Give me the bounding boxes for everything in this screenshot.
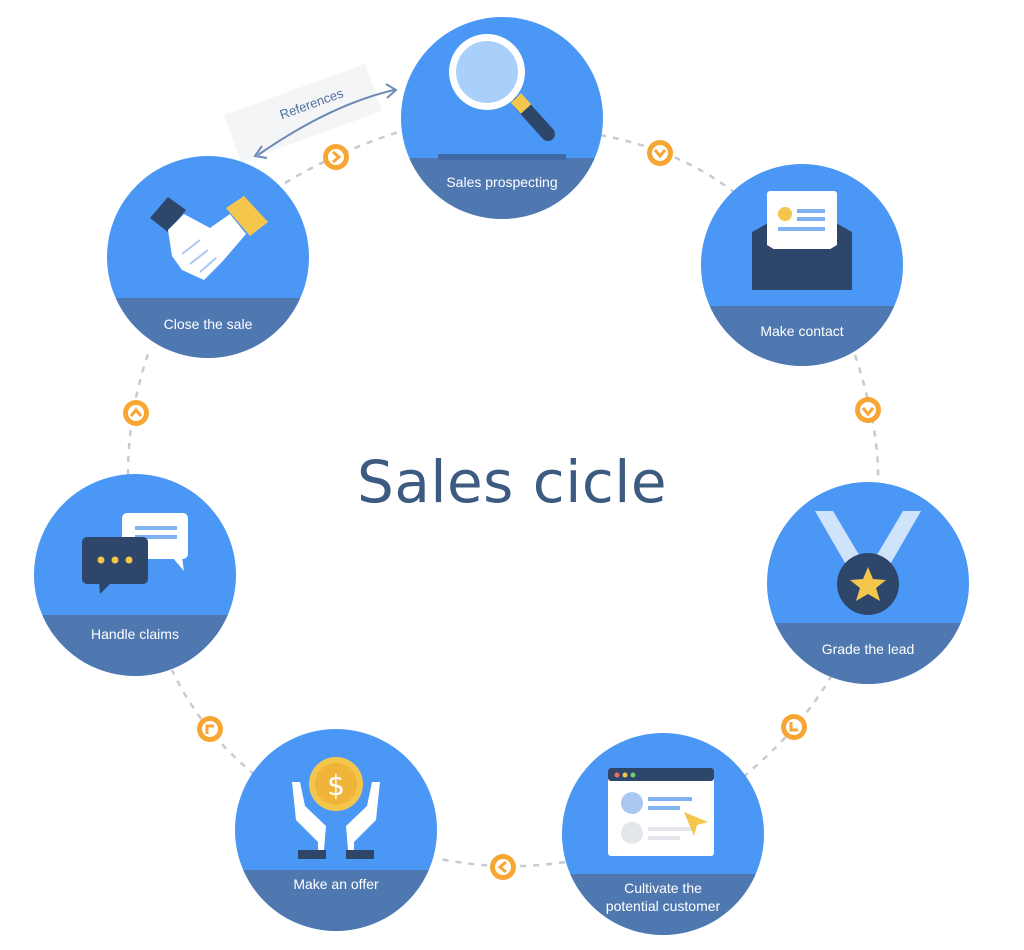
references-highlight: [223, 63, 383, 163]
stage-sales-prospecting: Sales prospecting: [401, 17, 603, 219]
badge-5: [490, 854, 516, 880]
stage-label-line-2: potential customer: [606, 898, 721, 914]
stage-make-an-offer: $ Make an offer: [235, 729, 437, 931]
badge-4: [781, 714, 807, 740]
references-curve: [257, 89, 395, 156]
diagram-title: Sales cicle: [357, 448, 667, 516]
connector-prospecting-contact: [599, 133, 736, 194]
browser-window-icon: [608, 768, 714, 856]
connector-close-prospecting: [284, 128, 406, 185]
connector-contact-grade: [853, 354, 880, 486]
stage-close-the-sale: Close the sale: [107, 156, 309, 358]
magnifier-icon: [449, 34, 555, 141]
stage-label-line-1: Cultivate the: [624, 880, 702, 896]
badge-2: [647, 140, 673, 166]
connector-claims-close: [126, 347, 152, 476]
stage-grade-the-lead: Grade the lead: [767, 482, 969, 684]
references-arrow: References: [223, 63, 398, 163]
badge-6: [197, 716, 223, 742]
badge-3: [855, 397, 881, 423]
stage-handle-claims: Handle claims: [34, 474, 236, 676]
stage-label: Close the sale: [164, 316, 253, 332]
stage-cultivate-the-potential-customer: Cultivate the potential customer: [562, 733, 764, 935]
direction-badges: [123, 140, 881, 880]
coin-hands-icon: $: [292, 757, 380, 859]
stage-label: Sales prospecting: [446, 174, 557, 190]
connector-cultivate-offer: [435, 856, 566, 868]
stage-label: Make contact: [760, 323, 843, 339]
badge-7: [123, 400, 149, 426]
handshake-icon: [150, 196, 268, 280]
references-arrowhead-right: [385, 83, 398, 99]
medal-icon: [815, 511, 921, 615]
chat-bubbles-icon: [82, 513, 188, 594]
svg-text:$: $: [327, 769, 345, 802]
stage-make-contact: Make contact: [701, 164, 903, 366]
stage-label: Handle claims: [91, 626, 179, 642]
envelope-icon: [752, 191, 852, 290]
badge-1: [323, 144, 349, 170]
references-arrowhead-left: [253, 145, 268, 159]
stage-label: Make an offer: [293, 876, 379, 892]
stage-label: Grade the lead: [822, 641, 915, 657]
